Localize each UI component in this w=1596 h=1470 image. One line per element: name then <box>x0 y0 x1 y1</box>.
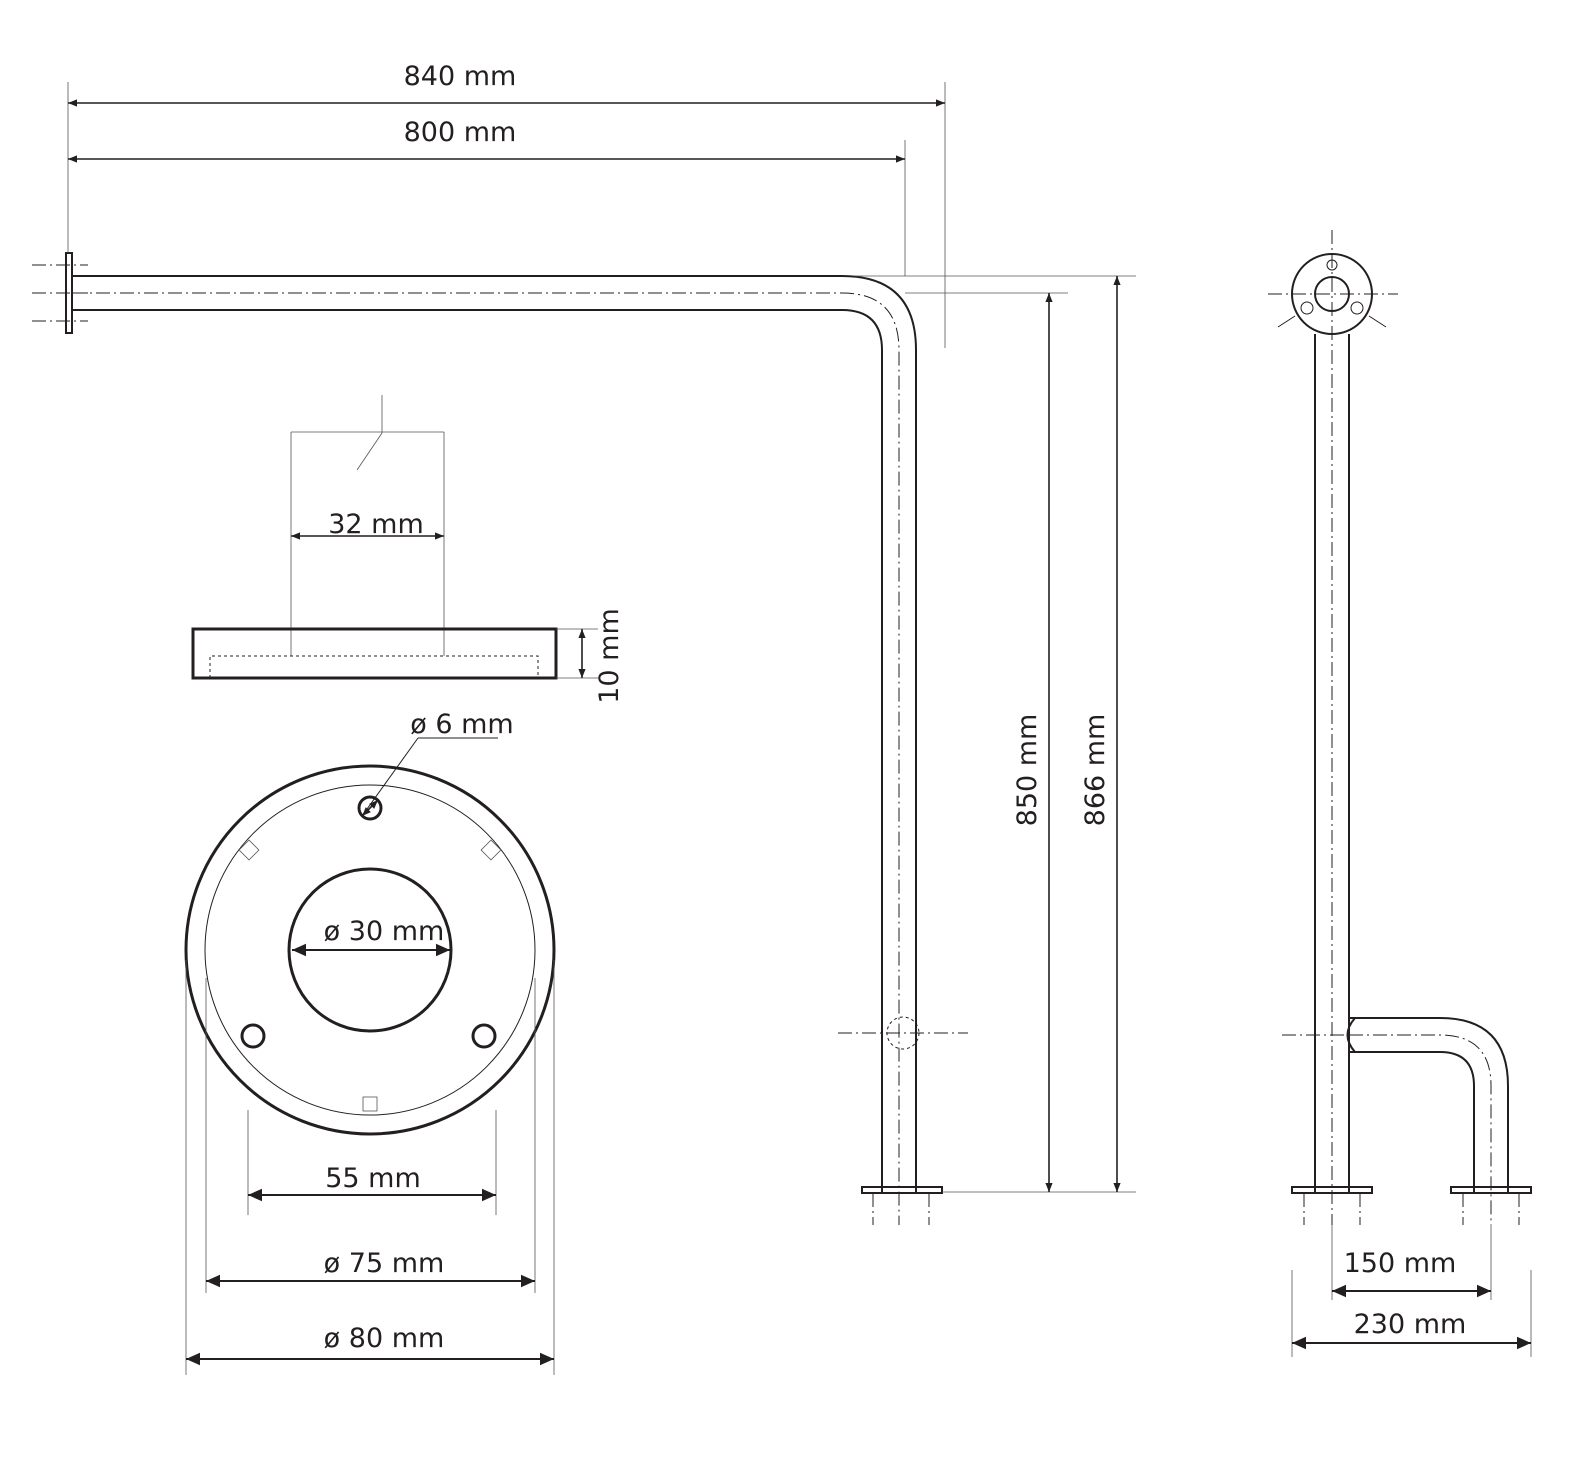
flange-plan-view: ø 6 mm ø 30 mm 55 mm ø 75 mm ø 80 mm <box>184 709 556 1375</box>
dim-75-label: ø 75 mm <box>324 1248 445 1279</box>
dim-32-label: 32 mm <box>328 509 424 540</box>
dim-80-label: ø 80 mm <box>324 1323 445 1354</box>
tube-outer-edge <box>72 275 917 1192</box>
flange-section-view: 32 mm 10 mm <box>191 395 625 704</box>
flange-inner-rim <box>204 784 536 1116</box>
break-line <box>356 395 383 471</box>
flange-outer-circle <box>184 764 556 1136</box>
floor-plate <box>861 1186 943 1194</box>
dim-150-label: 150 mm <box>1344 1248 1457 1279</box>
dim-850-label: 850 mm <box>1012 714 1043 827</box>
front-view: 150 mm 230 mm <box>1268 230 1532 1357</box>
notch-right <box>480 839 502 861</box>
front-floor-plate-left <box>1291 1186 1373 1194</box>
notch-bottom <box>362 1096 378 1112</box>
front-floor-plate-right <box>1450 1186 1532 1194</box>
side-view: 840 mm 800 mm 850 mm 866 mm <box>32 61 1136 1225</box>
dim-55-label: 55 mm <box>325 1163 421 1194</box>
tube-centerline <box>72 292 900 1225</box>
dim-230-label: 230 mm <box>1354 1309 1467 1340</box>
flange-profile <box>191 627 558 680</box>
dim-6-label: ø 6 mm <box>410 709 513 740</box>
leg-outer <box>1349 1017 1509 1192</box>
leg-inner <box>1349 1051 1475 1192</box>
screw-hole-left <box>240 1023 266 1049</box>
dim-10-label: 10 mm <box>594 608 625 704</box>
notch-left <box>238 839 260 861</box>
dim-866-label: 866 mm <box>1080 714 1111 827</box>
screw-hole-top <box>357 795 383 821</box>
screw-hole-right <box>471 1023 497 1049</box>
dim-840-label: 840 mm <box>404 61 517 92</box>
dim-800-label: 800 mm <box>404 117 517 148</box>
dim-30-label: ø 30 mm <box>324 916 445 947</box>
bore-circle <box>287 867 453 1033</box>
tube-inner-edge <box>72 309 883 1192</box>
